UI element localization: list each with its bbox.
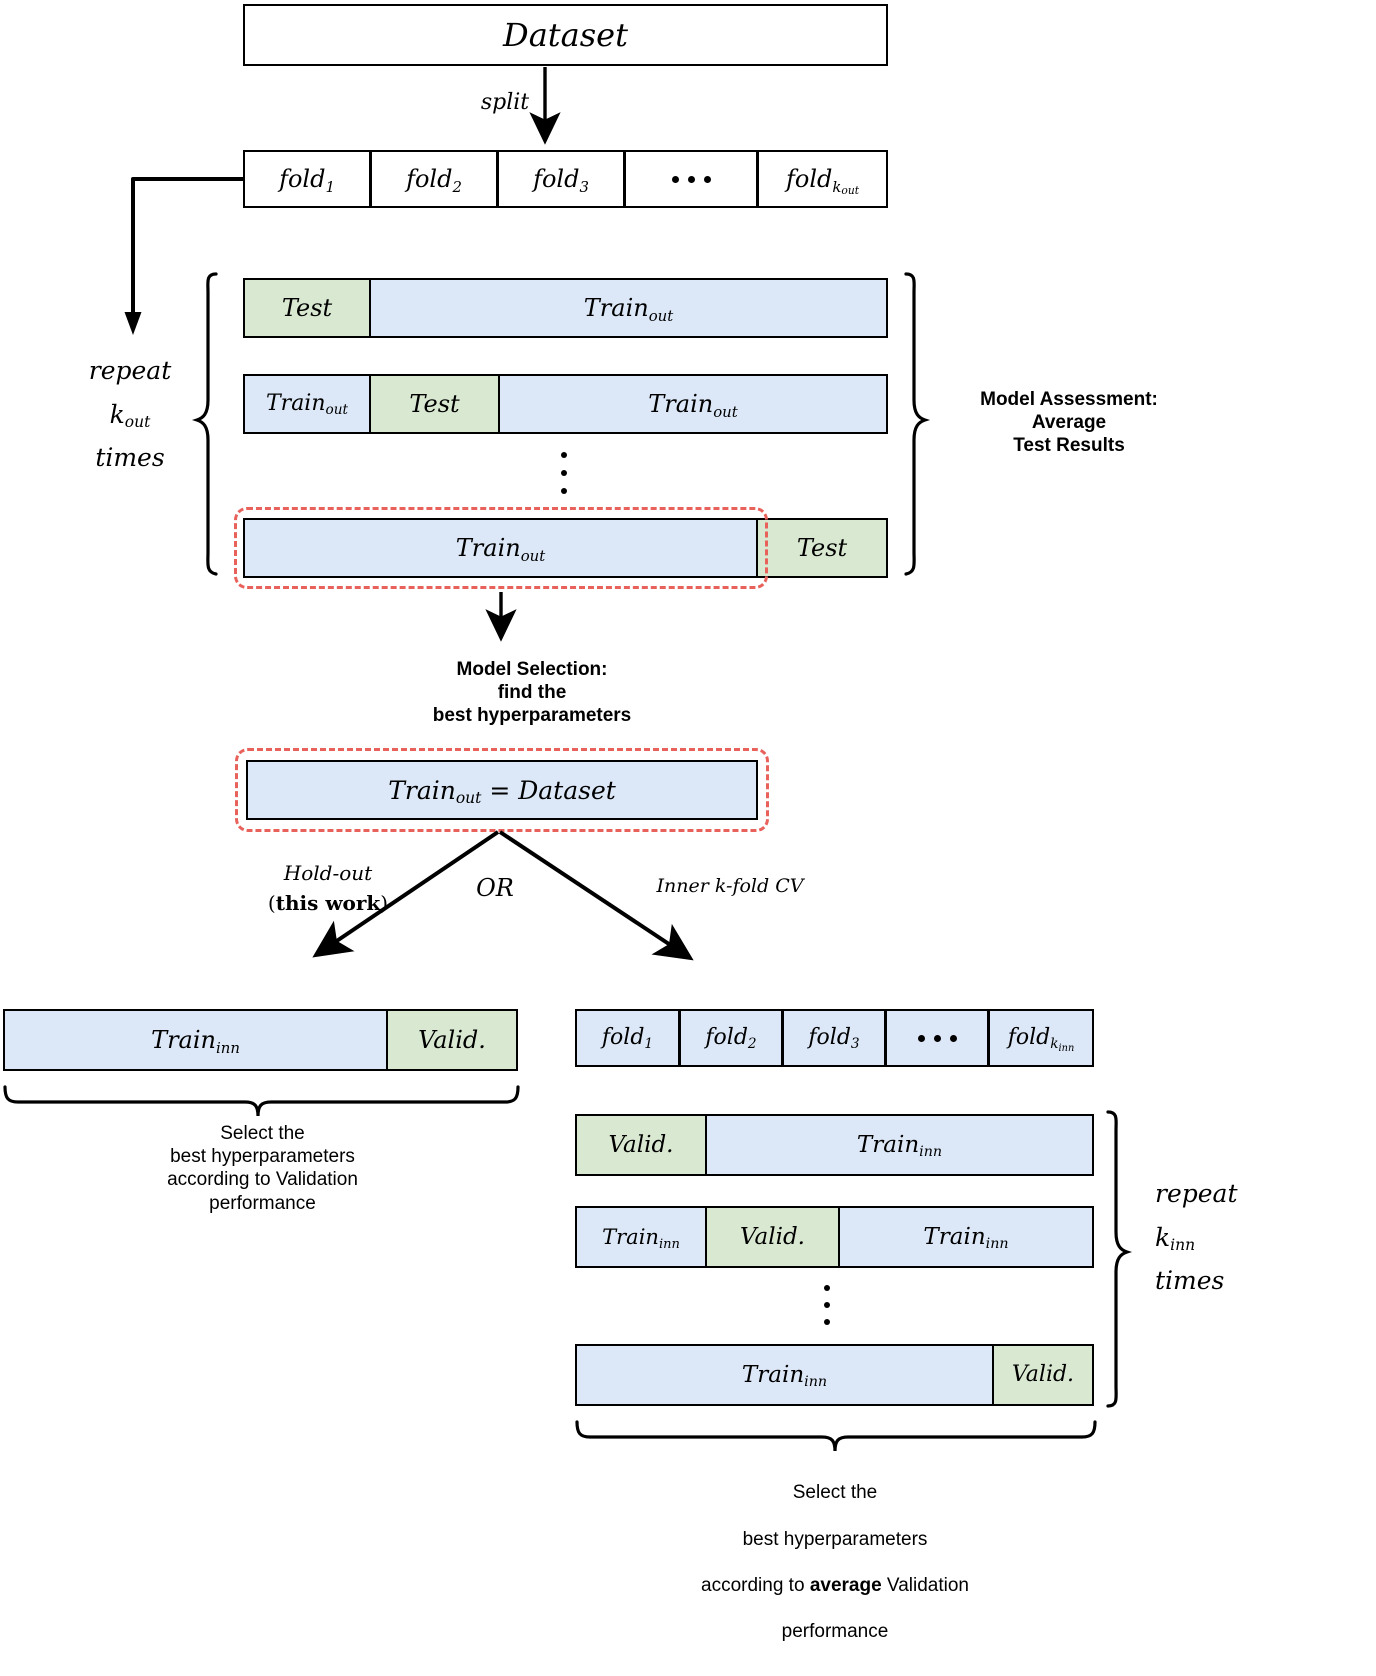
inner-bottom-brace (577, 1422, 1095, 1451)
inner-cv-caption-line4: performance (781, 1621, 889, 1643)
fold-to-cv-connector (133, 179, 243, 318)
inner-cv-caption-line3: according to average Validation (690, 1574, 980, 1597)
inner-right-brace (1108, 1112, 1127, 1406)
inner-cv-caption-line2: best hyperparameters (742, 1528, 928, 1550)
outer-row3-train-highlight (234, 507, 768, 589)
inner-row2-train-left-label: Traininn (602, 1224, 680, 1252)
holdout-caption: Select the best hyperparameters accordin… (167, 1123, 358, 1214)
outer-fold-1: fold1 (243, 150, 371, 208)
inner-fold-3-label: fold3 (808, 1025, 860, 1053)
train-equals-dataset-label: Trainout = Dataset (388, 775, 616, 808)
inner-row3-valid: Valid. (992, 1344, 1094, 1406)
inner-row3-valid-label: Valid. (1011, 1362, 1075, 1387)
outer-row1-train-label: Trainout (583, 294, 674, 325)
holdout-branch-label: Hold-out (this work) (238, 858, 418, 918)
horizontal-ellipsis-icon (917, 1034, 957, 1042)
outer-row3-train-label: Trainout (455, 534, 546, 565)
outer-fold-3: fold3 (497, 150, 625, 208)
outer-row1-train: Trainout (369, 278, 888, 338)
inner-fold-3: fold3 (782, 1009, 886, 1067)
inner-rows-ellipsis-icon (824, 1285, 830, 1325)
outer-row1-test-label: Test (281, 294, 333, 322)
holdout-valid-box: Valid. (386, 1009, 518, 1071)
outer-row2-train-right: Trainout (498, 374, 888, 434)
outer-fold-last: foldkout (757, 150, 888, 208)
inner-cv-branch-label: Inner k-fold CV (656, 875, 804, 897)
repeat-kinn-line1: repeat (1155, 1179, 1238, 1208)
outer-row3-test-label: Test (796, 534, 848, 562)
inner-cv-caption-line1: Select the (792, 1482, 878, 1504)
holdout-branch-line1: Hold-out (283, 861, 373, 885)
repeat-kout-line1: repeat (88, 356, 172, 385)
outer-row2-train-right-label: Trainout (648, 390, 738, 421)
repeat-kout-label: repeat kout times (55, 352, 205, 477)
dataset-box-label: Dataset (503, 16, 628, 54)
model-assessment-note: Model Assessment: Average Test Results (980, 389, 1158, 457)
outer-fold-2-label: fold2 (406, 165, 462, 196)
outer-row2-test: Test (369, 374, 500, 434)
inner-fold-ellipsis (885, 1009, 989, 1067)
holdout-train-box: Traininn (3, 1009, 388, 1071)
holdout-valid-label: Valid. (418, 1026, 486, 1054)
outer-fold-3-label: fold3 (533, 165, 589, 196)
repeat-kinn-label: repeat kinn times (1155, 1175, 1315, 1300)
inner-fold-2: fold2 (679, 1009, 783, 1067)
repeat-kout-line2: kout (109, 399, 151, 432)
horizontal-ellipsis-icon (671, 175, 711, 183)
inner-row1-valid-label: Valid. (608, 1131, 674, 1158)
inner-fold-last-label: foldkinn (1007, 1025, 1075, 1054)
train-equals-dataset-highlight (235, 748, 769, 832)
inner-cv-caption: Select the best hyperparameters accordin… (690, 1458, 980, 1667)
or-label: OR (476, 874, 514, 902)
model-selection-note: Model Selection: find the best hyperpara… (432, 659, 632, 727)
outer-right-brace (906, 274, 925, 574)
outer-fold-1-label: fold1 (279, 165, 335, 196)
inner-row2-train-left: Traininn (575, 1206, 707, 1268)
repeat-kinn-line3: times (1155, 1266, 1225, 1295)
holdout-branch-bold: this work (275, 891, 381, 915)
inner-fold-2-label: fold2 (705, 1025, 757, 1053)
outer-row2-train-left: Trainout (243, 374, 371, 434)
outer-row2-train-left-label: Trainout (266, 391, 348, 419)
outer-rows-ellipsis-icon (561, 452, 567, 494)
inner-row2-train-right-label: Traininn (923, 1223, 1009, 1253)
repeat-kinn-line2: kinn (1155, 1222, 1196, 1255)
inner-row3-train: Traininn (575, 1344, 994, 1406)
holdout-branch-line2: (this work) (267, 891, 389, 915)
inner-row2-train-right: Traininn (838, 1206, 1094, 1268)
holdout-brace (5, 1087, 518, 1116)
outer-fold-ellipsis (624, 150, 758, 208)
inner-fold-1-label: fold1 (601, 1025, 654, 1053)
inner-row1-train: Traininn (705, 1114, 1094, 1176)
outer-row3-test: Test (756, 518, 888, 578)
inner-cv-caption-average-bold: average (809, 1574, 882, 1596)
inner-cv-caption-line3-b: Validation (881, 1574, 969, 1596)
inner-cv-caption-line3-a: according to (701, 1574, 810, 1596)
outer-fold-2: fold2 (370, 150, 498, 208)
repeat-kout-line3: times (95, 443, 165, 472)
split-arrow-label: split (480, 90, 530, 115)
fold-to-cv-arrowhead (124, 312, 142, 335)
outer-row2-test-label: Test (409, 390, 460, 418)
holdout-train-label: Traininn (151, 1026, 240, 1057)
outer-row1-test: Test (243, 278, 371, 338)
inner-row2-valid: Valid. (705, 1206, 840, 1268)
inner-fold-last: foldkinn (988, 1009, 1094, 1067)
inner-row3-train-label: Traininn (741, 1361, 828, 1391)
outer-fold-last-label: foldkout (785, 165, 860, 198)
train-equals-dataset-box: Trainout = Dataset (246, 760, 758, 820)
inner-row1-train-label: Traininn (856, 1131, 943, 1161)
dataset-box: Dataset (243, 4, 888, 66)
inner-row2-valid-label: Valid. (740, 1223, 805, 1250)
inner-fold-1: fold1 (575, 1009, 680, 1067)
inner-row1-valid: Valid. (575, 1114, 707, 1176)
outer-row3-train: Trainout (243, 518, 758, 578)
